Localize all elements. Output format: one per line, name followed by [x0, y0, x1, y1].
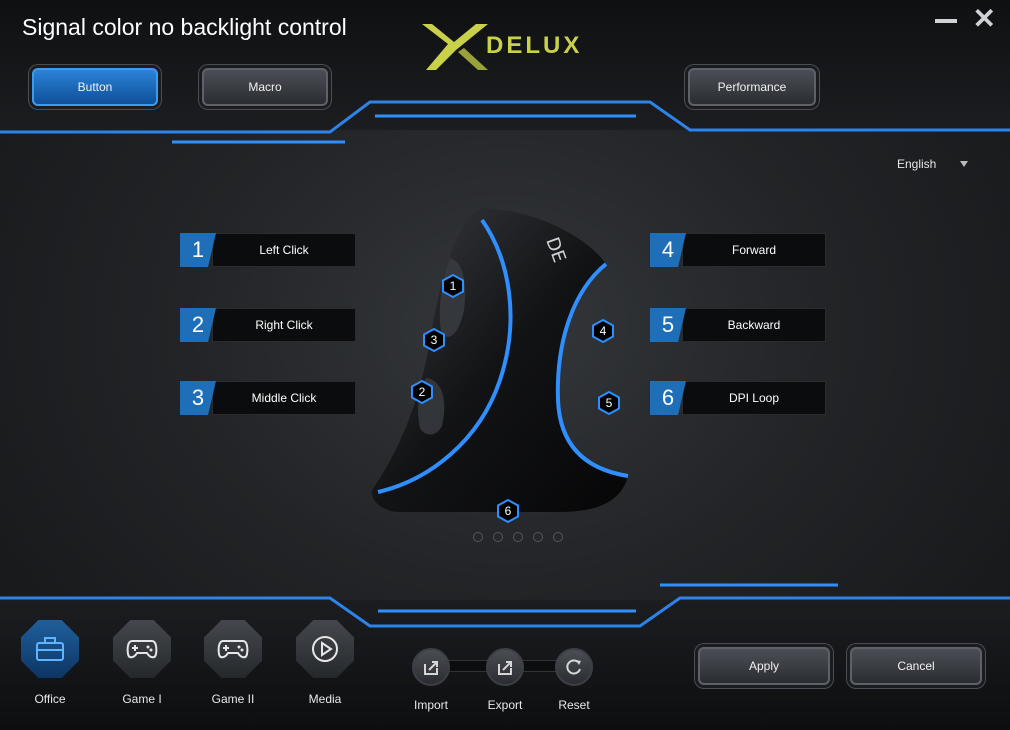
- dot[interactable]: [553, 532, 563, 542]
- language-select[interactable]: English: [897, 157, 969, 171]
- close-icon[interactable]: ✕: [972, 3, 996, 34]
- import-icon: [424, 661, 438, 675]
- mapping-number: 2: [180, 308, 216, 342]
- mode-game-2[interactable]: Game II: [203, 620, 263, 706]
- tool-label: Export: [487, 698, 523, 712]
- mode-office[interactable]: Office: [20, 620, 80, 706]
- chevron-down-icon: [960, 161, 969, 167]
- play-icon: [312, 636, 338, 662]
- delux-x-icon: [422, 24, 488, 70]
- mapping-label: DPI Loop: [682, 381, 826, 415]
- mode-icon-frame: [21, 620, 79, 678]
- mapping-number: 3: [180, 381, 216, 415]
- brand-text: DELUX: [486, 32, 583, 59]
- mapping-row-5[interactable]: 5 Backward: [650, 308, 826, 342]
- dot[interactable]: [513, 532, 523, 542]
- delux-logo: DELUX: [418, 18, 582, 74]
- mapping-label: Forward: [682, 233, 826, 267]
- mapping-number: 1: [180, 233, 216, 267]
- tool-frame: [412, 648, 450, 686]
- reset-button[interactable]: Reset: [546, 648, 602, 712]
- import-button[interactable]: Import: [403, 648, 459, 712]
- dot[interactable]: [493, 532, 503, 542]
- dot[interactable]: [533, 532, 543, 542]
- dot[interactable]: [473, 532, 483, 542]
- tab-button[interactable]: Button: [32, 68, 158, 106]
- mapping-row-4[interactable]: 4 Forward: [650, 233, 826, 267]
- mapping-label: Middle Click: [212, 381, 356, 415]
- mode-label: Media: [308, 692, 342, 706]
- cancel-button[interactable]: Cancel: [850, 647, 982, 685]
- tool-label: Reset: [558, 698, 590, 712]
- briefcase-icon: [36, 637, 64, 661]
- mapping-number: 6: [650, 381, 686, 415]
- pagination-dots: [473, 532, 563, 542]
- mode-icon-frame: [204, 620, 262, 678]
- mode-label: Game I: [122, 692, 162, 706]
- mode-label: Game II: [211, 692, 255, 706]
- tool-label: Import: [413, 698, 448, 712]
- mode-icon-frame: [296, 620, 354, 678]
- header-bar: [0, 0, 1010, 130]
- export-button[interactable]: Export: [477, 648, 533, 712]
- tab-macro[interactable]: Macro: [202, 68, 328, 106]
- mode-icon-frame: [113, 620, 171, 678]
- gamepad-icon: [217, 640, 249, 659]
- mapping-row-2[interactable]: 2 Right Click: [180, 308, 356, 342]
- minimize-icon[interactable]: [934, 19, 957, 23]
- mapping-number: 5: [650, 308, 686, 342]
- mode-media[interactable]: Media: [295, 620, 355, 706]
- mapping-row-1[interactable]: 1 Left Click: [180, 233, 356, 267]
- mode-game-1[interactable]: Game I: [112, 620, 172, 706]
- mapping-number: 4: [650, 233, 686, 267]
- mapping-label: Right Click: [212, 308, 356, 342]
- gamepad-icon: [126, 640, 158, 659]
- window-title: Signal color no backlight control: [22, 14, 347, 40]
- tab-performance[interactable]: Performance: [688, 68, 816, 106]
- mapping-label: Left Click: [212, 233, 356, 267]
- export-icon: [498, 661, 512, 675]
- language-value: English: [897, 157, 937, 171]
- mapping-label: Backward: [682, 308, 826, 342]
- reset-icon: [566, 659, 581, 675]
- window-controls: ✕: [934, 3, 996, 34]
- apply-button[interactable]: Apply: [698, 647, 830, 685]
- mouse-image: DE: [371, 208, 629, 512]
- tool-frame: [555, 648, 593, 686]
- mode-label: Office: [34, 692, 66, 706]
- mapping-row-3[interactable]: 3 Middle Click: [180, 381, 356, 415]
- tool-frame: [486, 648, 524, 686]
- mapping-row-6[interactable]: 6 DPI Loop: [650, 381, 826, 415]
